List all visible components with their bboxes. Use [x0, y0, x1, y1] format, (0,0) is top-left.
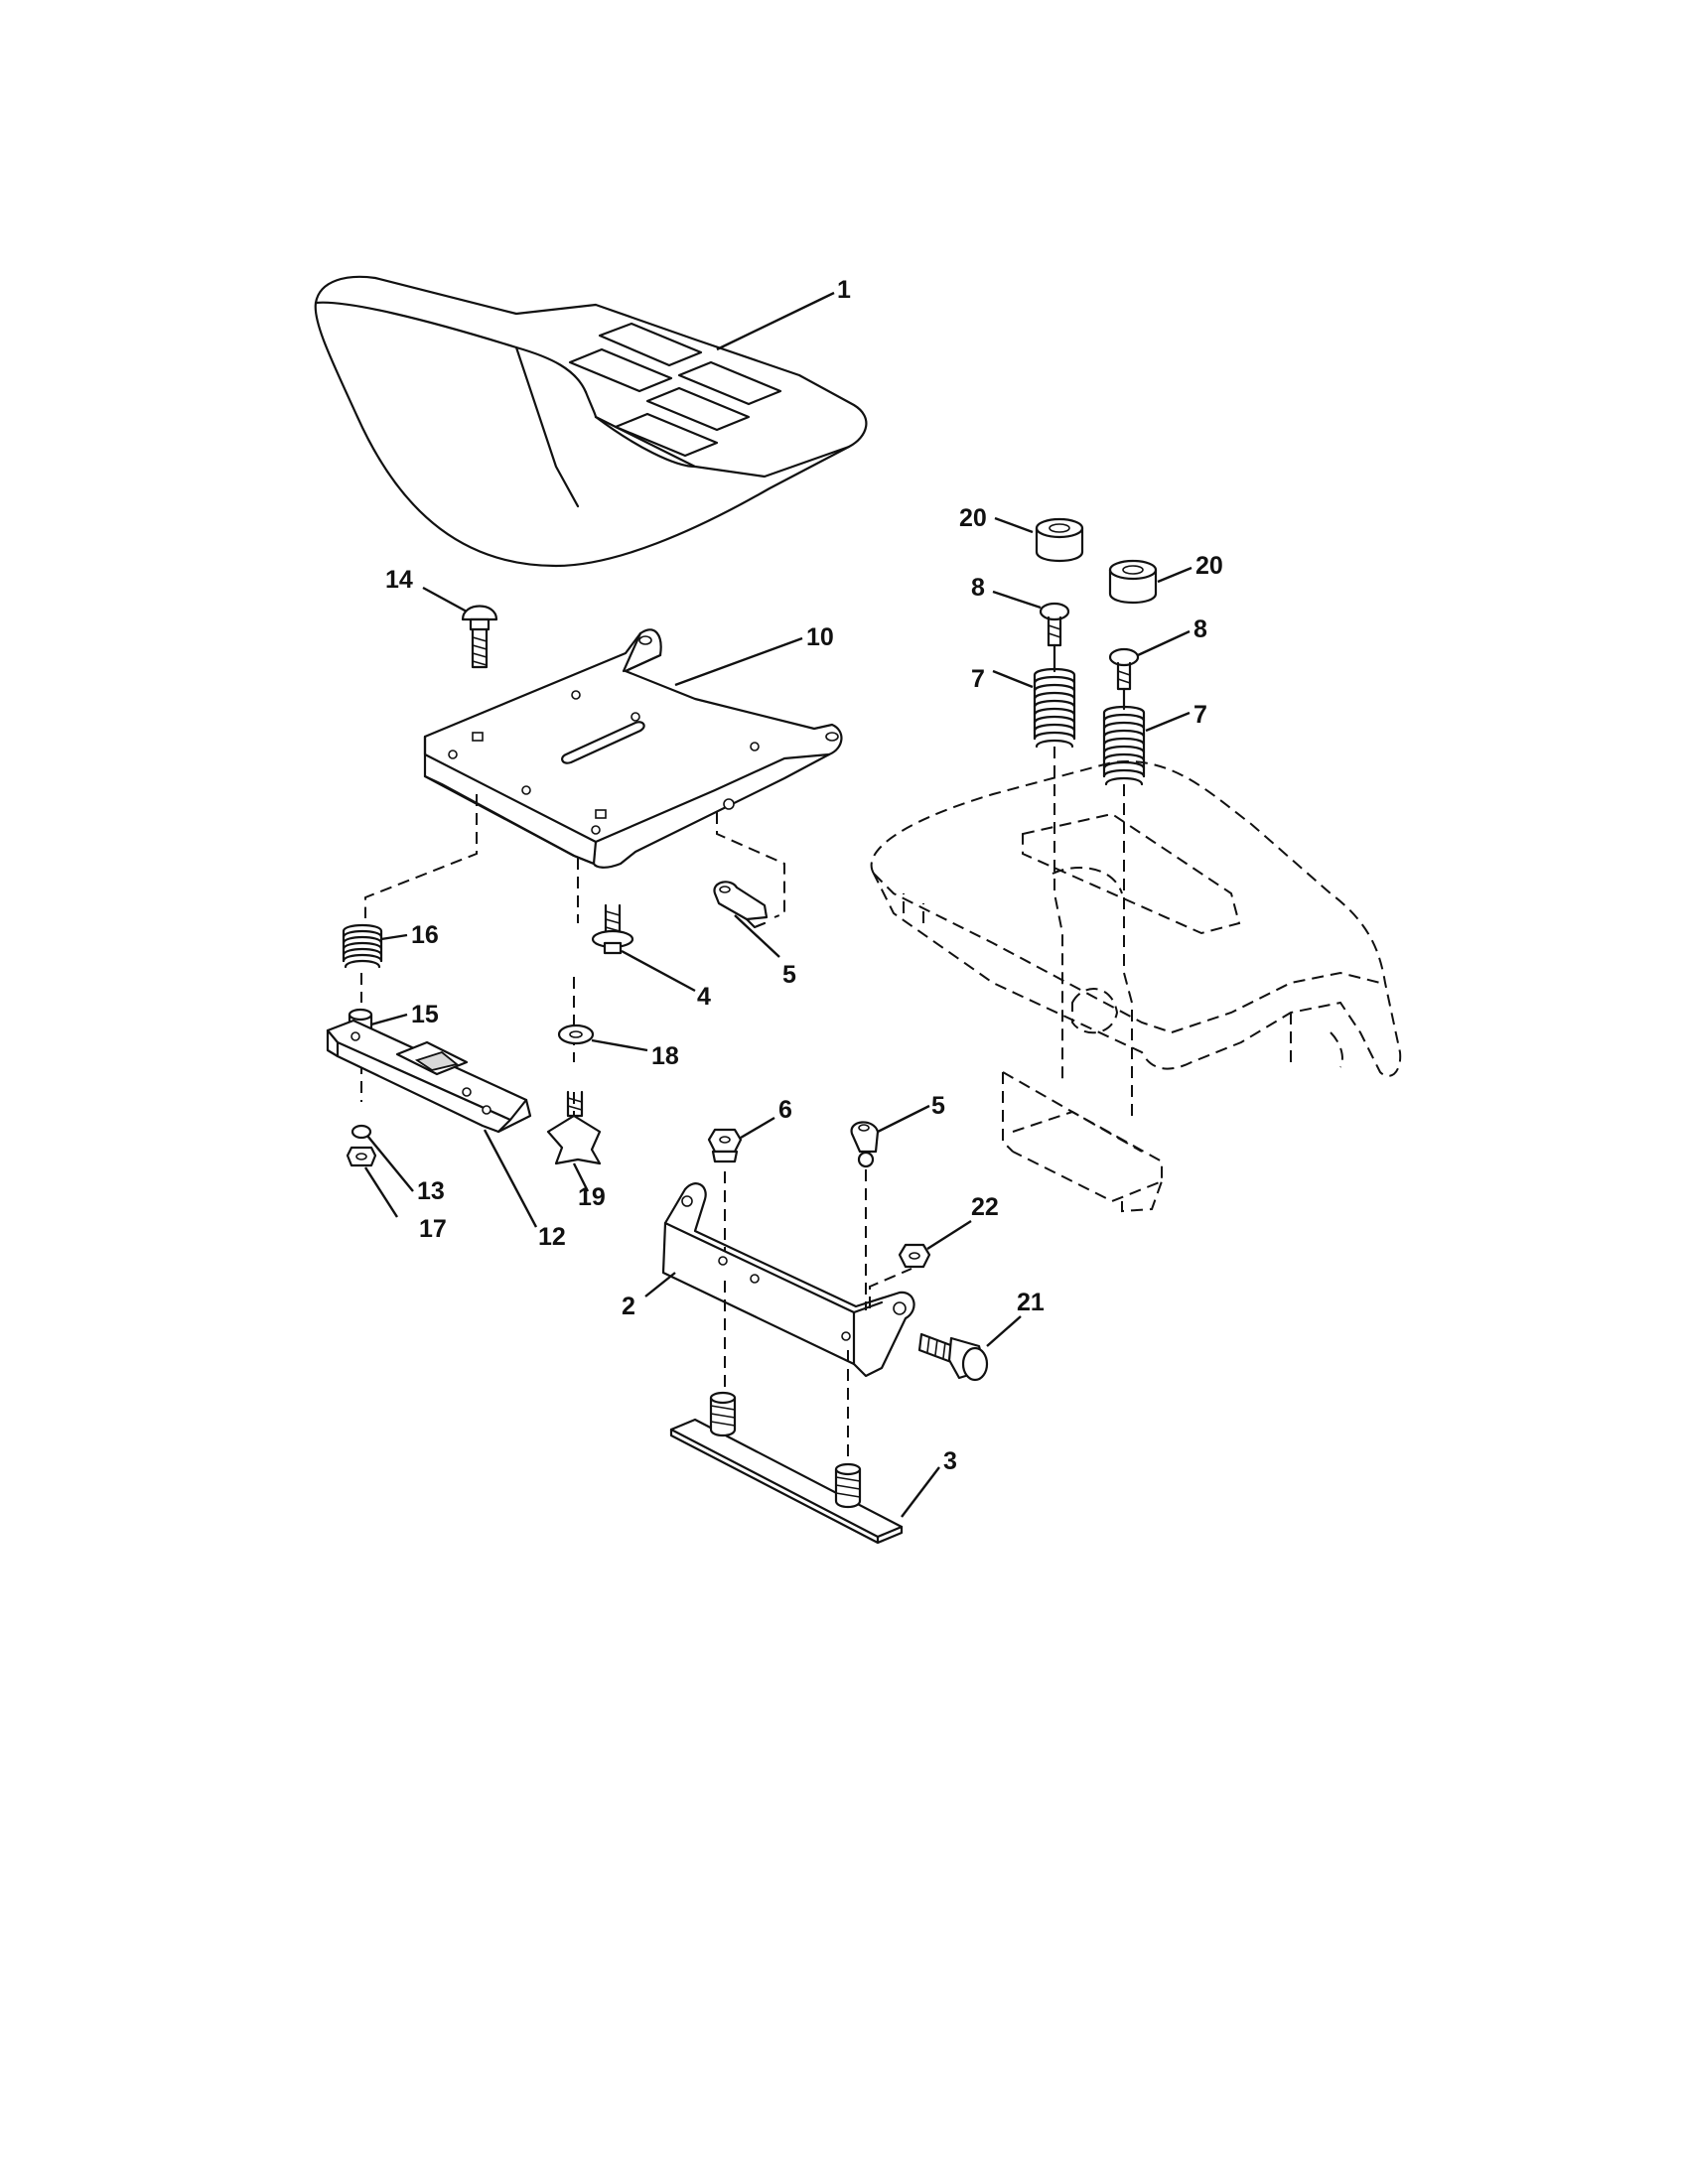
part-seat-bracket — [326, 1019, 532, 1134]
callout-4: 4 — [697, 983, 711, 1011]
callout-2: 2 — [622, 1293, 635, 1320]
fender-frame-phantom — [870, 759, 1402, 1213]
callout-8-right: 8 — [1193, 615, 1207, 643]
part-lock-washer — [351, 1124, 372, 1140]
callout-13: 13 — [417, 1177, 445, 1205]
callout-7-right: 7 — [1193, 701, 1207, 729]
callout-12: 12 — [538, 1223, 566, 1251]
callout-labels: 1 14 10 16 15 4 5 18 19 13 17 12 6 5 22 … — [385, 276, 1223, 1475]
callout-20-left: 20 — [959, 504, 987, 532]
callout-5-lower: 5 — [931, 1092, 945, 1120]
assembly-lines-left — [360, 794, 785, 1161]
part-lock-nut — [707, 1128, 743, 1163]
part-adjustment-knob — [546, 1090, 602, 1165]
callout-21: 21 — [1017, 1289, 1045, 1316]
callout-22: 22 — [971, 1193, 999, 1221]
part-hex-nut-22 — [898, 1243, 931, 1269]
part-seat-pan — [423, 628, 843, 869]
callout-1: 1 — [837, 276, 851, 304]
part-spacer-right — [1108, 559, 1158, 604]
part-spring-bolt-left — [1039, 602, 1070, 647]
callout-17: 17 — [419, 1215, 447, 1243]
callout-20-right: 20 — [1195, 552, 1223, 580]
callout-3: 3 — [943, 1447, 957, 1475]
callout-10: 10 — [806, 623, 834, 651]
callout-14: 14 — [385, 566, 413, 594]
part-carriage-bolt — [461, 605, 498, 669]
callout-5-upper: 5 — [782, 961, 796, 989]
part-seat-spring-left — [1033, 667, 1076, 749]
part-compression-spring — [342, 923, 383, 969]
callout-19: 19 — [578, 1183, 606, 1211]
part-seat-spring-right — [1102, 705, 1146, 786]
part-flat-washer — [557, 1024, 595, 1045]
part-retaining-clip-upper — [713, 881, 769, 929]
part-retaining-clip-lower — [850, 1121, 880, 1168]
part-weld-plate — [669, 1391, 904, 1545]
leader-lines — [363, 291, 1193, 1518]
assembly-lines-bracket — [724, 1169, 912, 1469]
callout-15: 15 — [411, 1001, 439, 1028]
callout-18: 18 — [651, 1042, 679, 1070]
callout-8-left: 8 — [971, 574, 985, 602]
callout-7-left: 7 — [971, 665, 985, 693]
callout-6: 6 — [778, 1096, 792, 1124]
part-hinge-bracket — [661, 1182, 915, 1378]
assembly-lines-right — [1052, 643, 1133, 1122]
part-spacer-left — [1035, 517, 1084, 562]
part-pivot-bolt — [917, 1332, 989, 1382]
part-seat — [314, 275, 868, 568]
part-spring-bolt-right — [1108, 647, 1140, 691]
callout-16: 16 — [411, 921, 439, 949]
part-shoulder-bolt — [591, 903, 634, 955]
part-hex-nut-17 — [346, 1146, 377, 1167]
